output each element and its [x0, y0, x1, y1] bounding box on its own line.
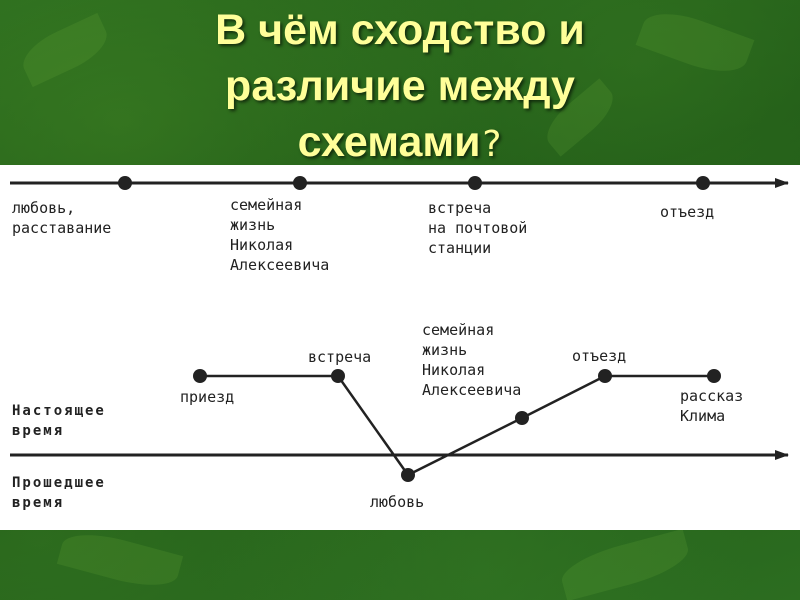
top-event-dot [696, 176, 710, 190]
storyline-label: встреча [308, 348, 371, 366]
storyline-dot [598, 369, 612, 383]
storyline-dot [707, 369, 721, 383]
top-event-label: отъезд [660, 203, 714, 221]
present-time-label: Настоящее время [12, 403, 106, 439]
title-line-1: В чём сходство и [215, 6, 585, 54]
top-event-label-line: отъезд [660, 203, 714, 221]
title-line-2: различие между [225, 62, 575, 110]
storyline-label-line: любовь [370, 493, 424, 511]
title-question-mark: ? [480, 124, 503, 165]
storyline-label-line: жизнь [422, 341, 467, 359]
top-event-label-line: расставание [12, 219, 111, 237]
top-event-label-line: станции [428, 239, 491, 257]
slide-title: В чём сходство и различие между схемами? [0, 0, 800, 166]
present-time-label-line: Настоящее [12, 403, 106, 419]
top-event-label-line: на почтовой [428, 219, 527, 237]
top-event-label-line: семейная [230, 196, 302, 214]
top-event-label-line: жизнь [230, 216, 275, 234]
storyline-label: отъезд [572, 347, 626, 365]
storyline-dot [401, 468, 415, 482]
storyline-label-line: приезд [180, 388, 234, 406]
past-time-label: Прошедшее время [12, 475, 106, 511]
storyline-dot [515, 411, 529, 425]
storyline-label-line: Клима [680, 407, 725, 425]
storyline-label-line: отъезд [572, 347, 626, 365]
storyline-label-line: Николая [422, 361, 485, 379]
storyline-label-line: рассказ [680, 387, 743, 405]
top-event-label: встреча на почтовой станции [428, 199, 527, 257]
top-event-dot [468, 176, 482, 190]
storyline-label-line: семейная [422, 321, 494, 339]
storyline-label: приезд [180, 388, 234, 406]
top-event-label-line: любовь, [12, 199, 75, 217]
leaf-decoration [56, 525, 184, 595]
leaf-decoration [557, 528, 693, 600]
top-event-label-line: встреча [428, 199, 491, 217]
top-event-label-line: Алексеевича [230, 256, 329, 274]
storyline-label-line: встреча [308, 348, 371, 366]
storyline-path [200, 374, 714, 477]
storyline-label: любовь [370, 493, 424, 511]
top-event-label-line: Николая [230, 236, 293, 254]
title-line-3: схемами? [0, 114, 800, 173]
title-word: схемами [297, 118, 481, 166]
top-event-label: любовь, расставание [12, 199, 111, 237]
top-event-dot [293, 176, 307, 190]
top-event-dot [118, 176, 132, 190]
past-time-label-line: Прошедшее [12, 475, 106, 491]
present-time-label-line: время [12, 423, 64, 439]
past-time-label-line: время [12, 495, 64, 511]
storyline-dot [331, 369, 345, 383]
storyline-dot [193, 369, 207, 383]
storyline-label-line: Алексеевича [422, 381, 521, 399]
